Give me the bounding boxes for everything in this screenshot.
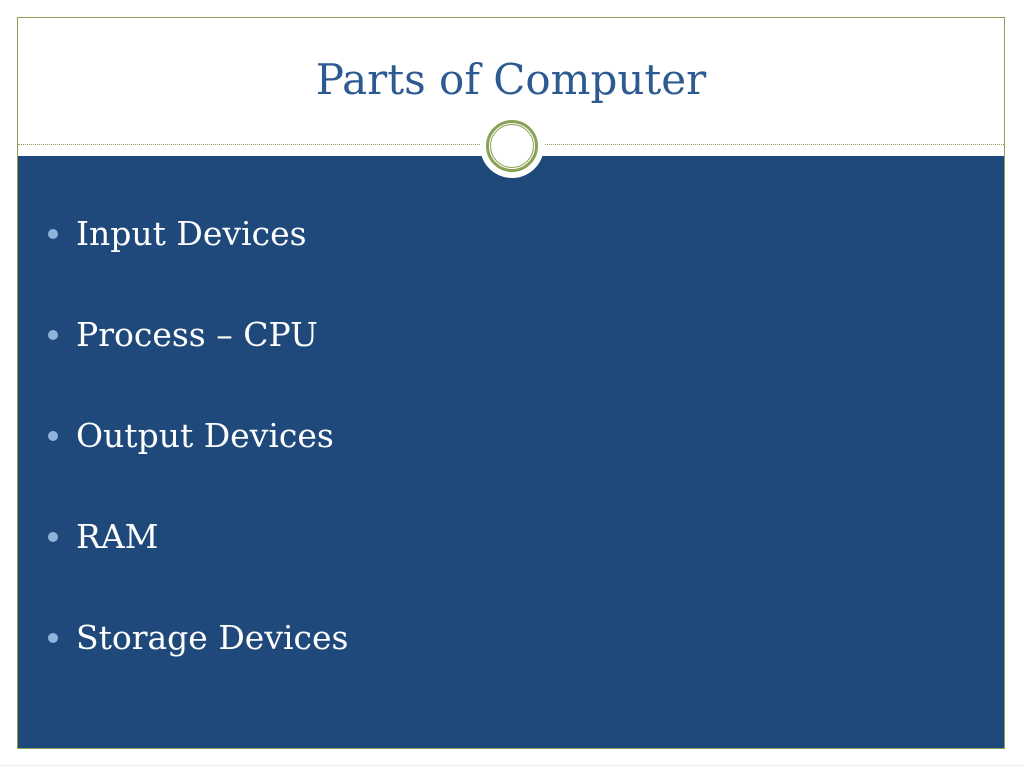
bullet-dot-icon <box>48 229 58 239</box>
bullet-text: Process – CPU <box>76 315 318 354</box>
bullet-dot-icon <box>48 633 58 643</box>
bullet-text: Input Devices <box>76 214 307 253</box>
bullet-item: Input Devices <box>18 214 348 315</box>
slide-title: Parts of Computer <box>315 55 707 104</box>
bullet-text: Storage Devices <box>76 618 349 657</box>
content-panel <box>18 156 1004 748</box>
bullet-dot-icon <box>48 532 58 542</box>
slide-frame: Parts of Computer Input Devices Process … <box>17 17 1005 749</box>
bullet-item: Process – CPU <box>18 315 348 416</box>
bullet-list: Input Devices Process – CPU Output Devic… <box>18 214 348 719</box>
page-bottom-line <box>0 765 1024 766</box>
bullet-item: RAM <box>18 517 348 618</box>
bullet-text: RAM <box>76 517 159 556</box>
bullet-text: Output Devices <box>76 416 334 455</box>
bullet-dot-icon <box>48 431 58 441</box>
circle-ring-inner-icon <box>490 124 534 168</box>
bullet-dot-icon <box>48 330 58 340</box>
bullet-item: Output Devices <box>18 416 348 517</box>
bullet-item: Storage Devices <box>18 618 348 719</box>
